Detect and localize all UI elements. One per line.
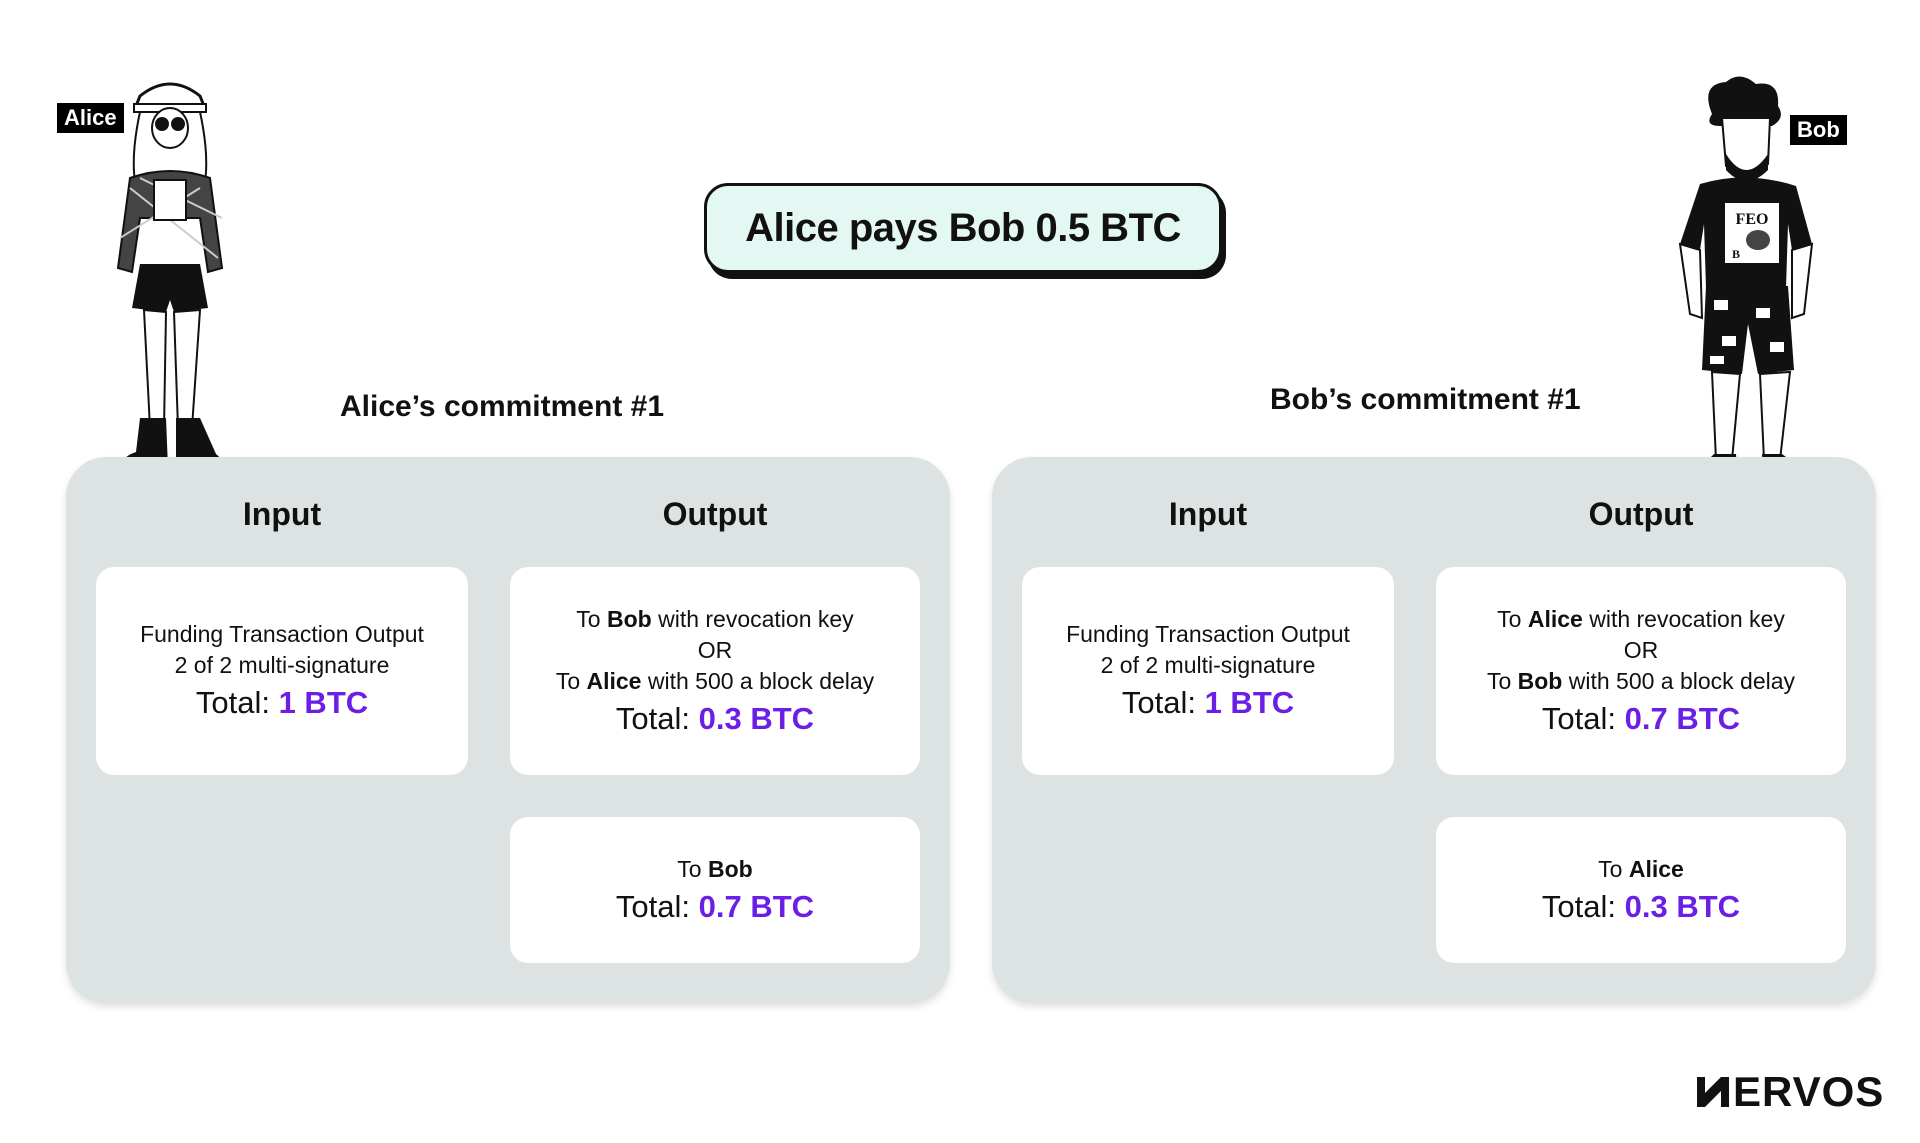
bob-input-header: Input	[1168, 496, 1248, 532]
bob-output-card-revocable: To Alice with revocation key OR To Bob w…	[1436, 567, 1846, 775]
alice-output-card-direct: To Bob Total: 0.7 BTC	[510, 817, 920, 963]
input-description: Funding Transaction Output	[140, 621, 424, 647]
btc-amount: 1 BTC	[278, 685, 369, 720]
output-total: Total: 0.7 BTC	[615, 888, 815, 924]
btc-amount: 0.7 BTC	[698, 888, 815, 924]
output-total: Total: 0.7 BTC	[1541, 700, 1741, 736]
alice-output-header: Output	[662, 496, 768, 532]
btc-amount: 0.3 BTC	[698, 700, 815, 736]
input-description: Funding Transaction Output	[1066, 621, 1350, 647]
nervos-logo-text: ERVOS	[1733, 1068, 1885, 1115]
output-condition-b: To Alice with 500 a block delay	[555, 667, 875, 694]
bob-shirt-text-bottom: B	[1732, 247, 1740, 261]
input-signature-type: 2 of 2 multi-signature	[1100, 652, 1316, 678]
bob-commitment-label: Bob’s commitment #1	[1270, 383, 1581, 416]
nervos-logo-mark-icon	[1697, 1077, 1729, 1107]
btc-amount: 0.3 BTC	[1624, 888, 1741, 924]
output-total: Total: 0.3 BTC	[615, 700, 815, 736]
btc-amount: 1 BTC	[1204, 685, 1295, 720]
output-recipient: To Bob	[677, 855, 753, 882]
input-signature-type: 2 of 2 multi-signature	[174, 652, 390, 678]
bob-input-card: Funding Transaction Output 2 of 2 multi-…	[1022, 567, 1394, 775]
output-total: Total: 0.3 BTC	[1541, 888, 1741, 924]
bob-name-tag: Bob	[1790, 115, 1847, 145]
output-recipient: To Alice	[1598, 855, 1684, 882]
alice-input-header: Input	[242, 496, 322, 532]
output-or: OR	[697, 636, 733, 663]
bob-shirt-text-top: FEO	[1736, 211, 1769, 228]
btc-amount: 0.7 BTC	[1624, 700, 1741, 736]
diagram-title: Alice pays Bob 0.5 BTC	[704, 183, 1222, 273]
nervos-logo: ERVOS	[1695, 1068, 1884, 1116]
alice-commitment-label: Alice’s commitment #1	[340, 390, 665, 423]
input-total: Total: 1 BTC	[1121, 685, 1295, 720]
alice-input-card: Funding Transaction Output 2 of 2 multi-…	[96, 567, 468, 775]
output-condition-a: To Alice with revocation key	[1497, 605, 1785, 632]
output-or: OR	[1623, 636, 1659, 663]
output-condition-b: To Bob with 500 a block delay	[1486, 667, 1796, 694]
input-total: Total: 1 BTC	[195, 685, 369, 720]
alice-output-card-revocable: To Bob with revocation key OR To Alice w…	[510, 567, 920, 775]
output-condition-a: To Bob with revocation key	[576, 605, 854, 632]
bob-output-card-direct: To Alice Total: 0.3 BTC	[1436, 817, 1846, 963]
bob-output-header: Output	[1588, 496, 1694, 532]
alice-name-tag: Alice	[57, 103, 124, 133]
